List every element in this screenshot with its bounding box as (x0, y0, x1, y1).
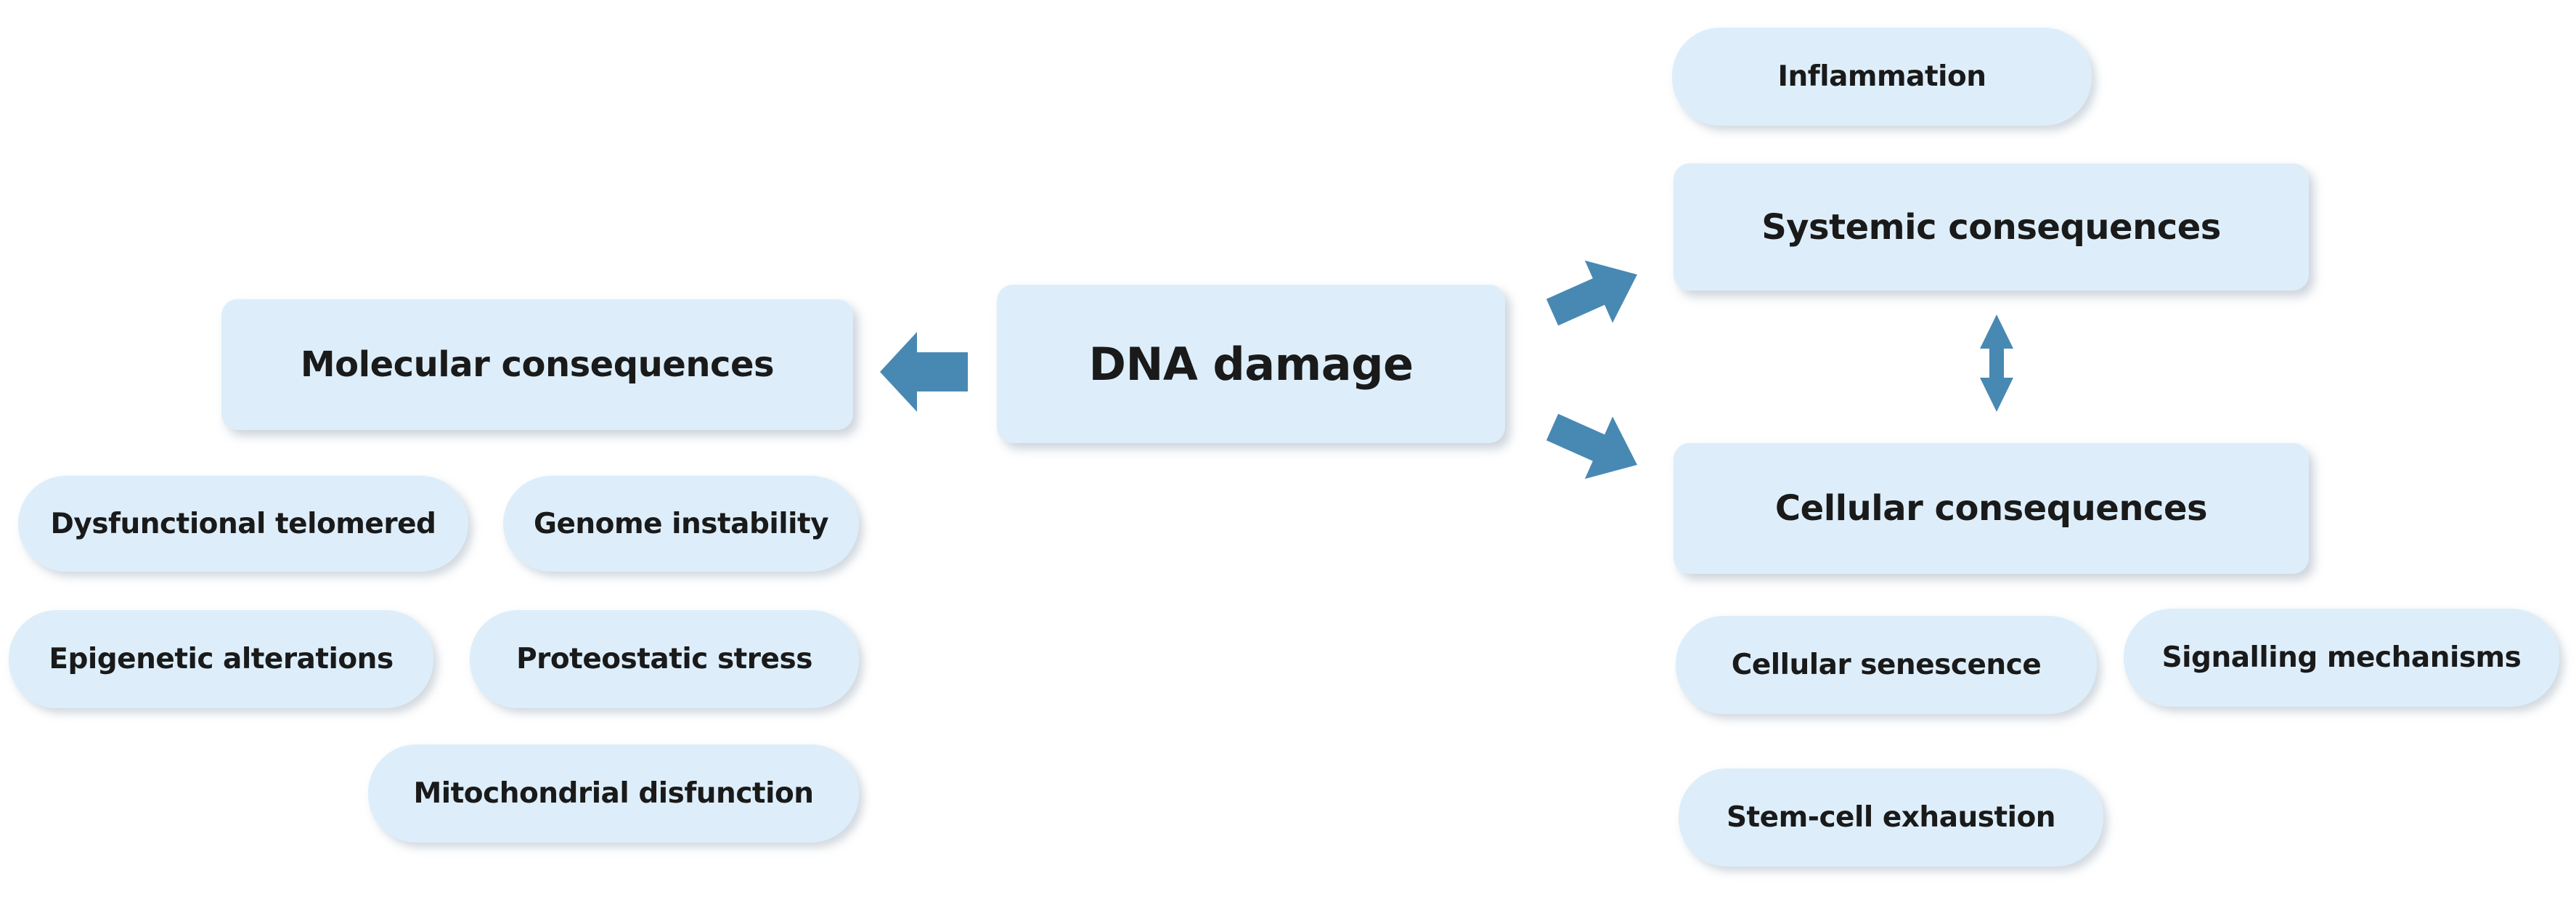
arrow-to-molecular (880, 332, 968, 412)
signalling-mechanisms-label: Signalling mechanisms (2161, 641, 2522, 674)
mitochondrial-disfunction-label: Mitochondrial disfunction (413, 777, 814, 810)
proteostatic-stress-pill: Proteostatic stress (470, 610, 859, 708)
inflammation-label: Inflammation (1777, 60, 1986, 93)
mitochondrial-disfunction-pill: Mitochondrial disfunction (368, 744, 859, 843)
arrow-to-cellular (1546, 413, 1637, 479)
cellular-senescence-label: Cellular senescence (1731, 649, 2042, 681)
dna-damage-node: DNA damage (997, 285, 1505, 443)
molecular-consequences-node: Molecular consequences (221, 299, 853, 430)
cellular-consequences-label: Cellular consequences (1774, 488, 2208, 529)
dysfunctional-telomered-pill: Dysfunctional telomered (18, 476, 468, 572)
systemic-consequences-label: Systemic consequences (1761, 206, 2221, 248)
dysfunctional-telomered-label: Dysfunctional telomered (50, 507, 436, 540)
signalling-mechanisms-pill: Signalling mechanisms (2124, 609, 2559, 707)
stem-cell-exhaustion-pill: Stem-cell exhaustion (1679, 768, 2103, 866)
dna-damage-label: DNA damage (1088, 337, 1414, 391)
epigenetic-alterations-label: Epigenetic alterations (49, 643, 394, 675)
genome-instability-pill: Genome instability (503, 476, 859, 572)
proteostatic-stress-label: Proteostatic stress (516, 643, 812, 675)
cellular-senescence-pill: Cellular senescence (1676, 616, 2097, 714)
molecular-consequences-label: Molecular consequences (300, 344, 775, 385)
epigenetic-alterations-pill: Epigenetic alterations (9, 610, 433, 708)
inflammation-pill: Inflammation (1672, 28, 2092, 126)
systemic-consequences-node: Systemic consequences (1674, 163, 2309, 291)
cellular-consequences-node: Cellular consequences (1674, 443, 2309, 574)
double-arrow-systemic-cellular (1980, 314, 2013, 412)
stem-cell-exhaustion-label: Stem-cell exhaustion (1726, 801, 2056, 834)
arrow-to-systemic (1546, 260, 1637, 326)
genome-instability-label: Genome instability (533, 507, 829, 540)
